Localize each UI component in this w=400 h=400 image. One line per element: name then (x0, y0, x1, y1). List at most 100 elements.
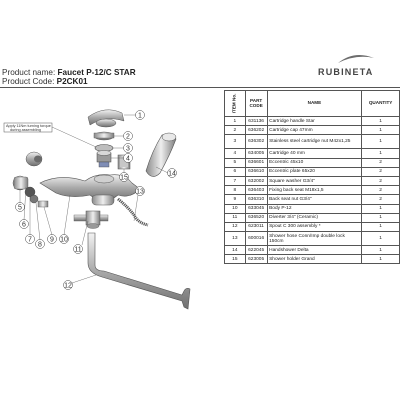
cell-name: Cartridge cap 47mm (266, 125, 363, 136)
cell-item-no: 14 (224, 245, 246, 256)
callout-label: 1 (138, 113, 142, 120)
leader-lines (19, 114, 169, 284)
cell-quantity: 1 (361, 148, 400, 159)
cell-name: Cartridge 40 mm (266, 148, 363, 159)
callout-label: 10 (60, 237, 68, 244)
cartridge-cap-part (93, 131, 115, 141)
table-header-row: ITEM No. PART CODE NAME QUANTITY (224, 90, 400, 117)
cell-item-no: 15 (224, 254, 246, 265)
cell-item-no: 1 (224, 115, 246, 127)
cell-item-no: 10 (224, 203, 246, 214)
cell-quantity: 1 (361, 203, 400, 214)
callout-marker (135, 186, 145, 196)
cell-part-code: 636403 (244, 185, 268, 196)
product-name-label: Product name: (2, 68, 56, 77)
cell-part-code: 636610 (244, 166, 268, 177)
callout-marker (167, 168, 177, 178)
cell-quantity: 2 (361, 166, 400, 177)
callout-label: 8 (38, 242, 42, 249)
callout-marker (63, 280, 73, 290)
cell-part-code: 623005 (244, 254, 268, 265)
callout-label: 11 (74, 247, 81, 254)
cell-name: Stainless steel cartridge nut M42x1,25 (266, 134, 363, 150)
header-divider (0, 87, 400, 88)
callout-label: 4 (126, 156, 130, 163)
spout-part (87, 232, 191, 310)
cell-item-no: 5 (224, 157, 246, 168)
cell-quantity: 1 (361, 125, 400, 136)
cell-name: Cartridge handle Star (266, 115, 363, 127)
header-item-no: ITEM No. (224, 90, 246, 117)
product-name-line: Product name: Faucet P-12/C STAR (2, 68, 136, 77)
callout-label: 14 (168, 171, 176, 178)
inlet-parts-group (12, 151, 49, 208)
cell-item-no: 7 (224, 175, 246, 187)
callout-label: 9 (50, 237, 54, 244)
brand-name: RUBINETA (318, 67, 374, 77)
cell-quantity: 2 (361, 185, 400, 196)
cell-item-no: 6 (224, 166, 246, 177)
cell-quantity: 2 (361, 157, 400, 168)
cell-name: Handshower Delta (266, 245, 363, 256)
cell-part-code: 631136 (244, 115, 268, 127)
cell-name: Spout C 300 assembly * (266, 221, 363, 233)
cell-part-code: 636302 (244, 134, 268, 150)
cell-item-no: 9 (224, 194, 246, 205)
cell-name: Shower hose Conn/Imp double lock 150cm (266, 231, 363, 247)
cartridge-part (96, 150, 112, 168)
torque-note-box (3, 122, 53, 133)
callout-marker (59, 234, 69, 244)
cell-name: Fixing back seat M18x1,5 (266, 185, 363, 196)
cell-item-no: 3 (224, 134, 246, 150)
cell-quantity: 2 (361, 175, 400, 187)
faucet-body-part (39, 174, 141, 206)
cell-quantity: 1 (361, 231, 400, 247)
brand-swoosh-icon (338, 54, 374, 63)
cell-part-code: 636202 (244, 125, 268, 136)
cell-name: Diverter 3/4" (Ceramic) (266, 212, 363, 223)
exploded-view-drawing: Apply 11Nm turning torque during assembl… (3, 109, 191, 310)
cell-quantity: 1 (361, 212, 400, 223)
cell-item-no: 11 (224, 212, 246, 223)
cell-item-no: 12 (224, 221, 246, 233)
cell-part-code: 623011 (244, 221, 268, 233)
cell-name: Eccentric plate 65x20 (266, 166, 363, 177)
callout-label: 5 (18, 205, 22, 212)
cartridge-handle-part (87, 109, 125, 128)
header-part-code: PART CODE (244, 90, 268, 117)
cell-part-code: 634005 (244, 148, 268, 159)
callout-marker (25, 234, 35, 244)
cell-quantity: 1 (361, 245, 400, 256)
shower-hose-part (117, 197, 149, 227)
cell-quantity: 2 (361, 194, 400, 205)
cell-name: Square washer G3/4" (266, 175, 363, 187)
cell-name: Shower holder Grand (266, 254, 363, 265)
cell-item-no: 13 (224, 231, 246, 247)
header-name: NAME (266, 90, 363, 117)
cell-quantity: 1 (361, 254, 400, 265)
callout-marker (35, 239, 45, 249)
torque-note-line1: Apply 11Nm turning torque (6, 124, 51, 128)
callout-label: 7 (28, 237, 32, 244)
cell-item-no: 2 (224, 125, 246, 136)
cell-name: Back seat nut G3/4" (266, 194, 363, 205)
product-code-label: Product Code: (2, 77, 55, 86)
cell-item-no: 4 (224, 148, 246, 159)
callout-label: 3 (126, 146, 130, 153)
callout-marker (19, 219, 29, 229)
